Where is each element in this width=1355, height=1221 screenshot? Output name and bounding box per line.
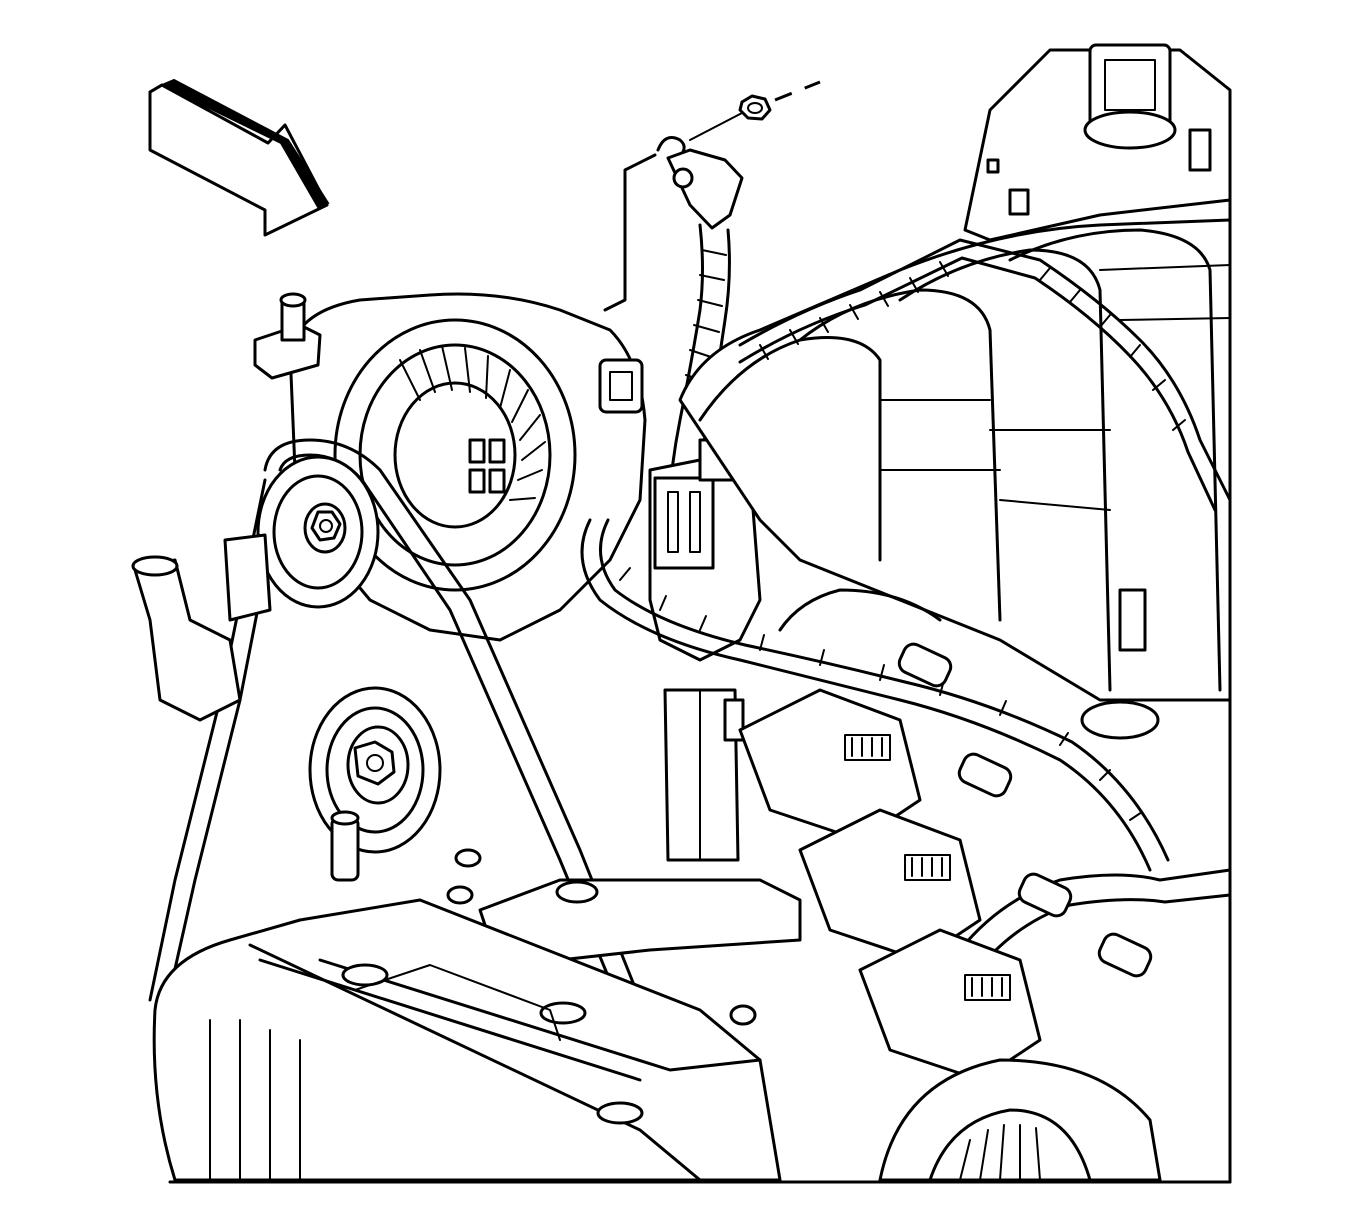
intake-manifold — [678, 218, 1232, 702]
throttle-body — [648, 438, 762, 862]
generator — [253, 292, 647, 642]
crankshaft-pulley — [256, 455, 380, 609]
harmonic-balancer — [878, 1058, 1162, 1182]
coolant-outlet — [963, 43, 1232, 242]
engine-cover — [152, 898, 782, 1182]
ignition-coils — [738, 588, 1160, 1082]
direction-arrow — [148, 78, 330, 237]
idler-pulley — [308, 686, 442, 882]
nut — [689, 80, 821, 141]
coolant-pipe — [131, 533, 272, 722]
